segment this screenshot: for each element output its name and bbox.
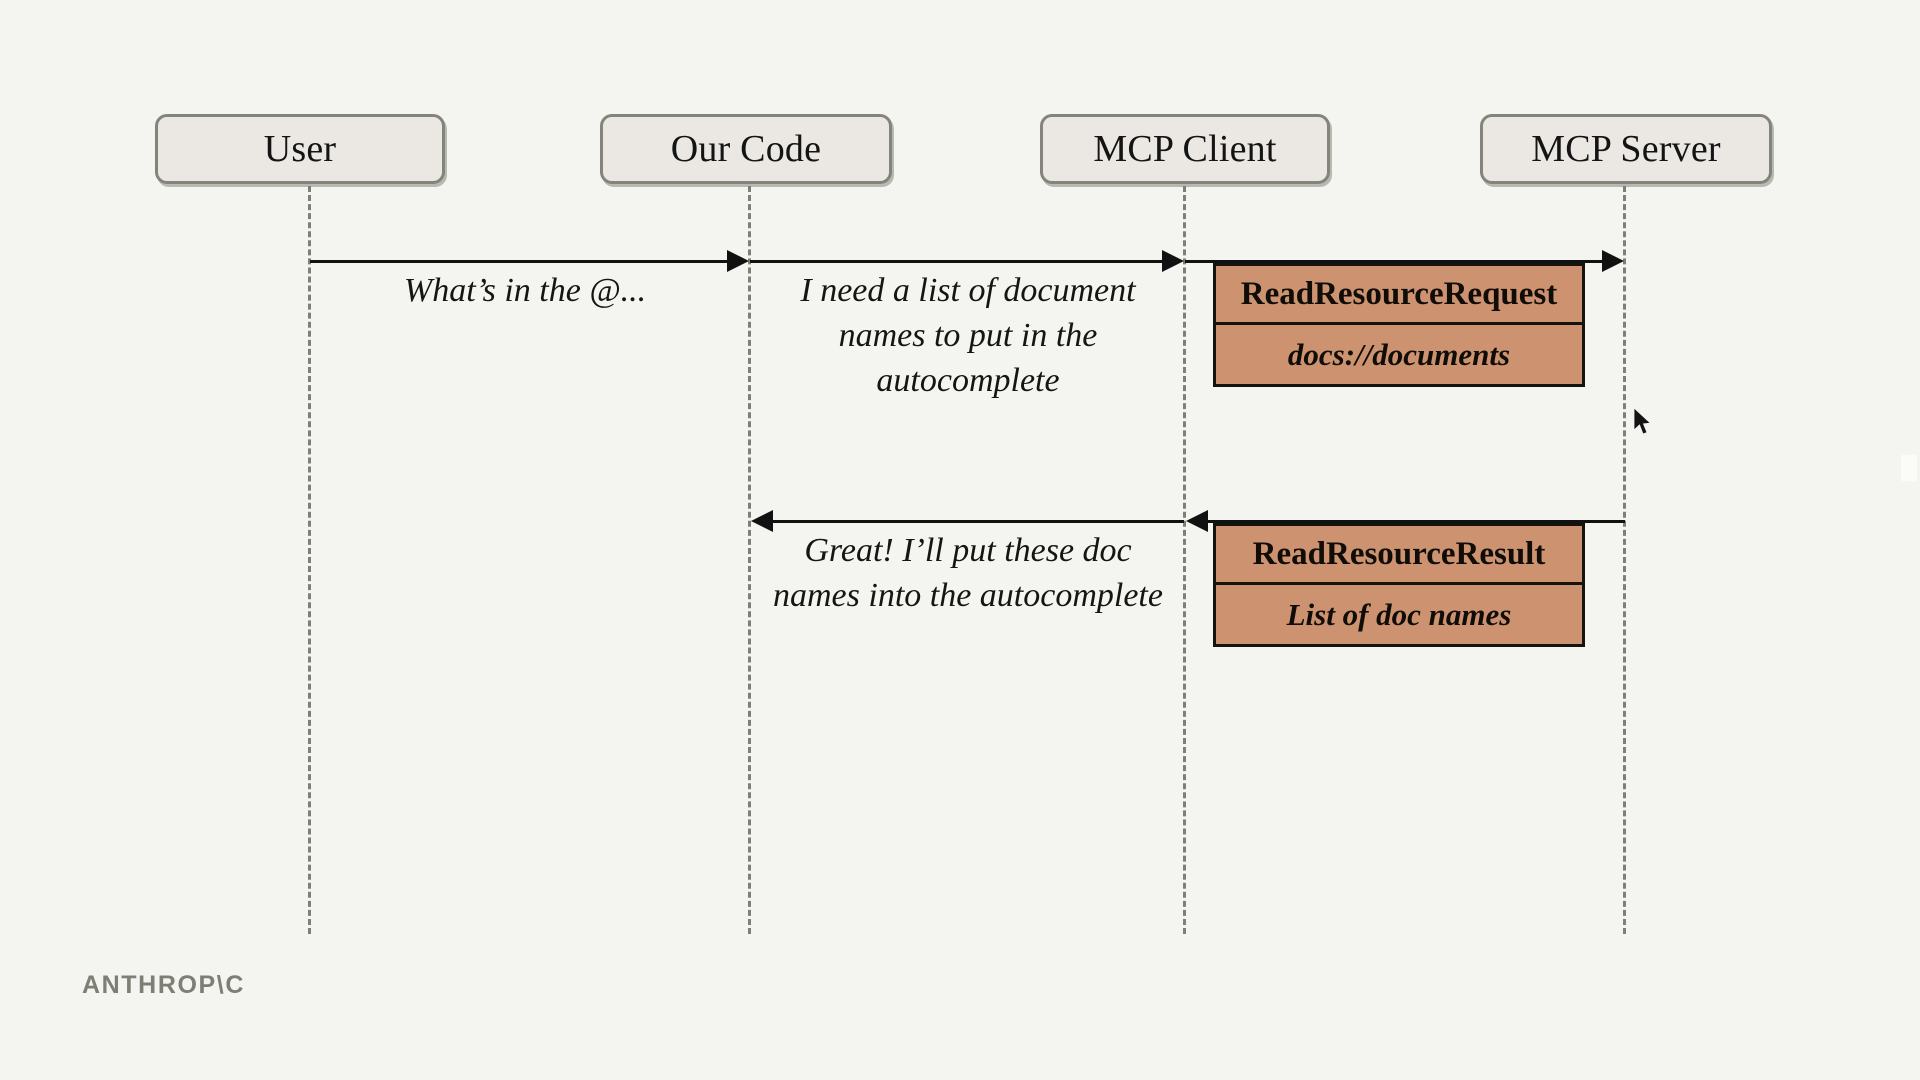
arrow-line-mcp-server-to-mcp-client — [1208, 520, 1625, 523]
arrow-head-mcp-client-to-mcp-server — [1602, 250, 1624, 272]
message-label-user-to-our-code: What’s in the @... — [403, 272, 647, 309]
arrow-line-mcp-client-to-our-code — [773, 520, 1184, 523]
participant-box-user[interactable]: User — [155, 114, 445, 184]
payload-title-read-resource-request: ReadResourceRequest — [1216, 266, 1582, 325]
payload-body-read-resource-result: List of doc names — [1286, 596, 1512, 632]
message-label-mcp-client-to-our-code: Great! I’ll put these doc names into the… — [773, 532, 1163, 614]
payload-read-resource-result: ReadResourceResult List of doc names — [1213, 523, 1585, 647]
arrow-head-user-to-our-code — [727, 250, 749, 272]
lifeline-user — [308, 186, 311, 934]
arrow-line-mcp-client-to-mcp-server — [1185, 260, 1609, 263]
participant-label-mcp-server: MCP Server — [1531, 128, 1721, 170]
message-label-our-code-to-mcp-client: I need a list of document names to put i… — [800, 272, 1136, 399]
arrow-head-our-code-to-mcp-client — [1162, 250, 1184, 272]
arrow-line-user-to-our-code — [310, 260, 734, 263]
participant-box-our-code[interactable]: Our Code — [600, 114, 892, 184]
participant-label-user: User — [263, 128, 337, 170]
arrow-head-mcp-server-to-mcp-client — [1186, 510, 1208, 532]
arrow-head-mcp-client-to-our-code — [751, 510, 773, 532]
arrow-line-our-code-to-mcp-client — [750, 260, 1169, 263]
payload-body-read-resource-request: docs://documents — [1287, 336, 1511, 372]
lifeline-mcp-server — [1623, 186, 1626, 934]
participant-label-mcp-client: MCP Client — [1093, 128, 1277, 170]
payload-title-read-resource-result: ReadResourceResult — [1216, 526, 1582, 585]
lifeline-our-code — [748, 186, 751, 934]
participant-box-mcp-client[interactable]: MCP Client — [1040, 114, 1330, 184]
participant-label-our-code: Our Code — [670, 128, 822, 170]
mouse-cursor-icon — [1634, 408, 1652, 435]
lifeline-mcp-client — [1183, 186, 1186, 934]
screen-edge-artifact — [1901, 455, 1917, 481]
anthropic-wordmark: ANTHROP\C — [82, 971, 246, 999]
participant-box-mcp-server[interactable]: MCP Server — [1480, 114, 1772, 184]
payload-read-resource-request: ReadResourceRequest docs://documents — [1213, 263, 1585, 387]
